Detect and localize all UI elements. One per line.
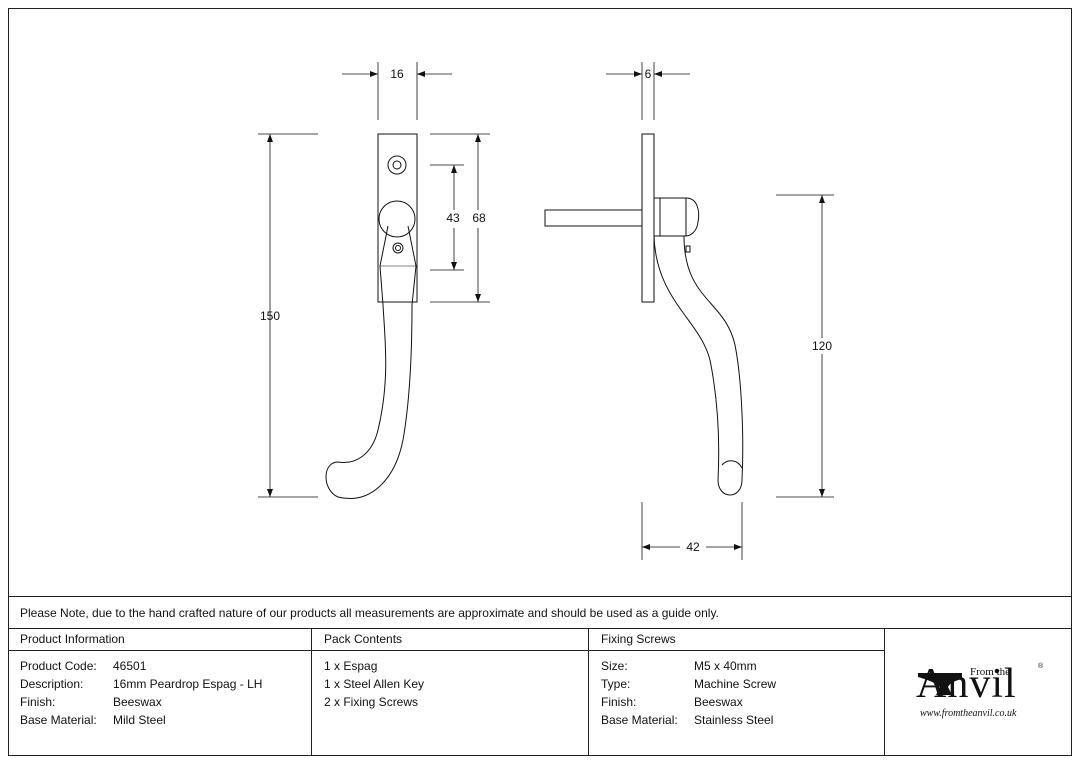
logo-from-the: From the bbox=[970, 666, 1011, 678]
product-information-panel: Product Information Product Code:46501 D… bbox=[8, 628, 312, 756]
dim-height-total: 150 bbox=[260, 309, 280, 323]
disclaimer-text: Please Note, due to the hand crafted nat… bbox=[20, 606, 719, 620]
fixing-screws-panel: Fixing Screws Size:M5 x 40mm Type:Machin… bbox=[589, 628, 885, 756]
brand-logo: From the ® Anvil www.fromtheanvil.co.uk bbox=[884, 628, 1072, 756]
pack-item: 1 x Steel Allen Key bbox=[324, 677, 425, 691]
pack-contents-panel: Pack Contents 1 x Espag 1 x Steel Allen … bbox=[312, 628, 589, 756]
logo-wordmark: Anvil bbox=[916, 661, 1017, 707]
front-view bbox=[325, 133, 418, 499]
dim-front-width: 16 bbox=[390, 67, 404, 81]
dim-side-depth: 6 bbox=[645, 67, 652, 81]
technical-drawing: 16 6 150 43 68 120 42 bbox=[258, 62, 834, 560]
logo-registered: ® bbox=[1038, 663, 1044, 670]
pack-contents-title: Pack Contents bbox=[324, 632, 403, 646]
logo-url: www.fromtheanvil.co.uk bbox=[920, 708, 1017, 719]
product-information-title: Product Information bbox=[20, 632, 125, 646]
dim-projection: 42 bbox=[686, 540, 700, 554]
pack-item: 2 x Fixing Screws bbox=[324, 695, 419, 709]
disclaimer-row: Please Note, due to the hand crafted nat… bbox=[8, 596, 1072, 628]
dim-fixing-centres: 43 bbox=[446, 211, 460, 225]
fixing-screws-title: Fixing Screws bbox=[601, 632, 676, 646]
dim-plate-height: 68 bbox=[472, 211, 486, 225]
side-view bbox=[544, 133, 744, 496]
dim-drop-height: 120 bbox=[812, 339, 832, 353]
pack-item: 1 x Espag bbox=[324, 659, 378, 673]
drawing-sheet bbox=[8, 8, 1072, 756]
anvil-icon bbox=[918, 673, 962, 695]
